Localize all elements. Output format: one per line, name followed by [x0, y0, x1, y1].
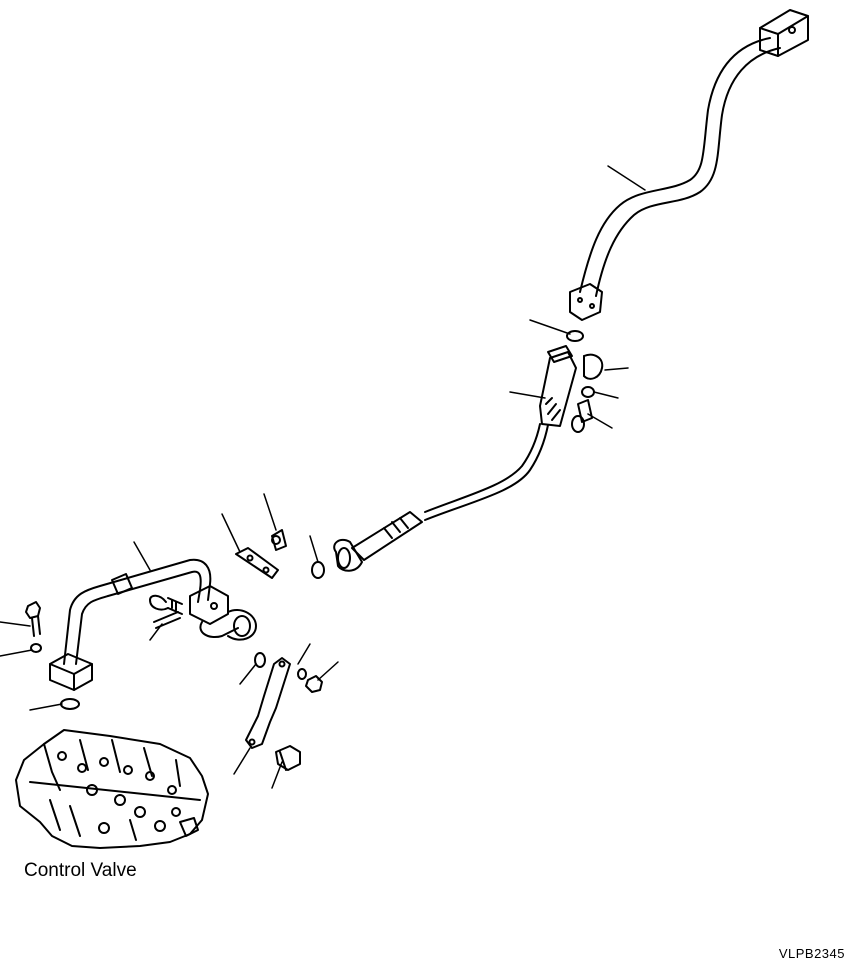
washer-upper — [582, 387, 594, 397]
lower-tube-end-block — [190, 586, 228, 624]
u-clamp — [150, 596, 182, 614]
o-ring-upper — [567, 331, 583, 341]
split-flange-upper — [584, 355, 602, 379]
lower-tube-flange — [50, 654, 92, 690]
drawing-code: VLPB2345 — [778, 946, 845, 961]
bolt-left — [26, 602, 40, 636]
lower-tube — [64, 560, 210, 664]
upper-tube-flange — [570, 284, 602, 320]
stud — [154, 612, 180, 628]
bolt-bracket — [276, 746, 300, 770]
control-valve-label: Control Valve — [24, 860, 137, 881]
bolt-clamp — [272, 530, 286, 550]
bracket — [246, 658, 290, 748]
upper-tube — [580, 38, 780, 296]
bolt-upper — [572, 400, 592, 432]
hose-lower-fitting — [334, 512, 422, 571]
o-ring-middle — [312, 562, 324, 578]
control-valve — [16, 730, 208, 848]
o-ring-bracket — [255, 653, 265, 667]
leader-lines — [0, 166, 645, 788]
hose — [425, 424, 548, 520]
nut-bracket — [306, 676, 322, 692]
lower-tube-elbow-fitting — [200, 610, 256, 640]
lower-tube-boss — [112, 574, 132, 594]
clamp-plate — [236, 548, 278, 578]
o-ring-left — [61, 699, 79, 709]
upper-tube-end-block — [760, 10, 808, 56]
hose-upper-fitting — [540, 346, 576, 426]
washer-bracket — [298, 669, 306, 679]
washer-left — [31, 644, 41, 652]
